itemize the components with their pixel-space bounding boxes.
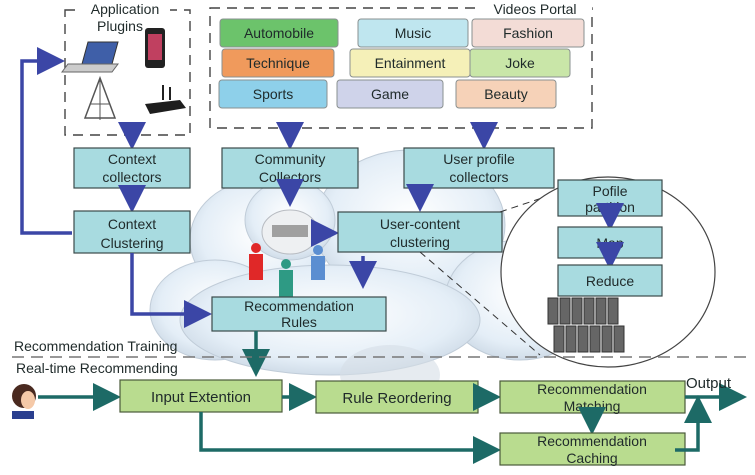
realtime-phase-label: Real-time Recommending: [16, 360, 178, 376]
svg-text:collectors: collectors: [449, 169, 508, 185]
category-sports: Sports: [218, 79, 328, 109]
svg-text:collectors: collectors: [102, 169, 161, 185]
category-entainment: Entainment: [349, 48, 471, 78]
reduce-box: Reduce: [557, 264, 663, 297]
svg-text:Context: Context: [108, 216, 156, 232]
recommendation-matching-box: Recommendation Matching: [499, 380, 686, 414]
videos-portal-frame: [209, 7, 593, 129]
category-beauty: Beauty: [455, 79, 557, 109]
svg-text:Music: Music: [395, 25, 432, 41]
svg-text:Recommendation: Recommendation: [244, 298, 354, 314]
input-extention-box: Input Extention: [119, 379, 283, 413]
smartphone-icon: [145, 28, 165, 68]
svg-text:Game: Game: [371, 86, 409, 102]
recommendation-rules-box: Recommendation Rules: [211, 296, 387, 332]
server-unit: [577, 325, 589, 353]
svg-text:Technique: Technique: [246, 55, 310, 71]
server-unit: [607, 297, 619, 325]
zoom-line-bottom: [419, 251, 541, 356]
community-group-icon: [261, 209, 319, 255]
category-fashion: Fashion: [471, 18, 585, 48]
category-music: Music: [357, 18, 469, 48]
user-green-icon: [279, 259, 293, 298]
context-collectors-box: Context collectors: [73, 147, 191, 189]
svg-text:User-content: User-content: [380, 216, 460, 232]
svg-text:Recommendation: Recommendation: [537, 381, 647, 397]
rule-reordering-box: Rule Reordering: [315, 380, 479, 414]
server-unit: [565, 325, 577, 353]
community-collectors-box: Community Collectors: [221, 147, 359, 189]
server-unit: [589, 325, 601, 353]
videos-portal-title: Videos Portal: [493, 1, 576, 17]
svg-text:Sports: Sports: [253, 86, 293, 102]
svg-text:Clustering: Clustering: [100, 235, 163, 251]
svg-text:clustering: clustering: [390, 234, 450, 250]
training-phase-label: Recommendation Training: [14, 338, 177, 354]
server-unit: [601, 325, 613, 353]
server-unit: [583, 297, 595, 325]
category-technique: Technique: [221, 48, 335, 78]
laptop-icon: [61, 41, 119, 73]
user-red-icon: [249, 243, 263, 280]
svg-text:Context: Context: [108, 151, 156, 167]
svg-text:Pofile: Pofile: [592, 183, 627, 199]
server-unit: [595, 297, 607, 325]
svg-text:Fashion: Fashion: [503, 25, 553, 41]
arrow-to-recommendation-rules: [130, 253, 212, 328]
svg-text:Joke: Joke: [505, 55, 535, 71]
svg-text:Input Extention: Input Extention: [151, 389, 251, 406]
svg-text:User profile: User profile: [443, 151, 515, 167]
svg-text:Matching: Matching: [564, 398, 621, 414]
server-unit: [571, 297, 583, 325]
application-plugins-title-2: Plugins: [97, 18, 143, 34]
recommendation-caching-box: Recommendation Caching: [499, 432, 686, 466]
svg-text:Reduce: Reduce: [586, 273, 634, 289]
user-blue-icon: [311, 245, 325, 280]
svg-text:Rule Reordering: Rule Reordering: [342, 390, 451, 407]
map-box: Map: [557, 226, 663, 259]
server-rack-icon: [547, 297, 625, 353]
server-unit: [559, 297, 571, 325]
svg-text:Recommendation: Recommendation: [537, 433, 647, 449]
server-unit: [613, 325, 625, 353]
svg-text:Rules: Rules: [281, 314, 317, 330]
arrow-caching-to-output: [675, 395, 712, 452]
svg-text:partition: partition: [585, 199, 635, 215]
user-content-clustering-box: User-content clustering: [337, 211, 503, 253]
user-avatar-icon: [12, 384, 36, 419]
category-joke: Joke: [469, 48, 571, 78]
context-clustering-box: Context Clustering: [73, 210, 191, 254]
profile-partition-box: Pofile partition: [557, 179, 663, 217]
application-plugins-title-1: Application: [91, 1, 160, 17]
server-unit: [553, 325, 565, 353]
router-icon: [145, 85, 186, 114]
user-profile-collectors-box: User profile collectors: [403, 147, 555, 189]
server-unit: [547, 297, 559, 325]
svg-text:Automobile: Automobile: [244, 25, 314, 41]
output-label: Output: [686, 375, 732, 392]
svg-text:Entainment: Entainment: [375, 55, 446, 71]
svg-text:Collectors: Collectors: [259, 169, 321, 185]
feedback-arrow: [20, 47, 72, 235]
category-automobile: Automobile: [219, 18, 339, 48]
svg-text:Map: Map: [596, 235, 623, 251]
category-game: Game: [336, 79, 444, 109]
svg-text:Community: Community: [255, 151, 326, 167]
svg-text:Caching: Caching: [566, 450, 617, 466]
svg-text:Beauty: Beauty: [484, 86, 528, 102]
tower-icon: [83, 75, 117, 120]
arrow-input-to-caching: [199, 412, 501, 464]
